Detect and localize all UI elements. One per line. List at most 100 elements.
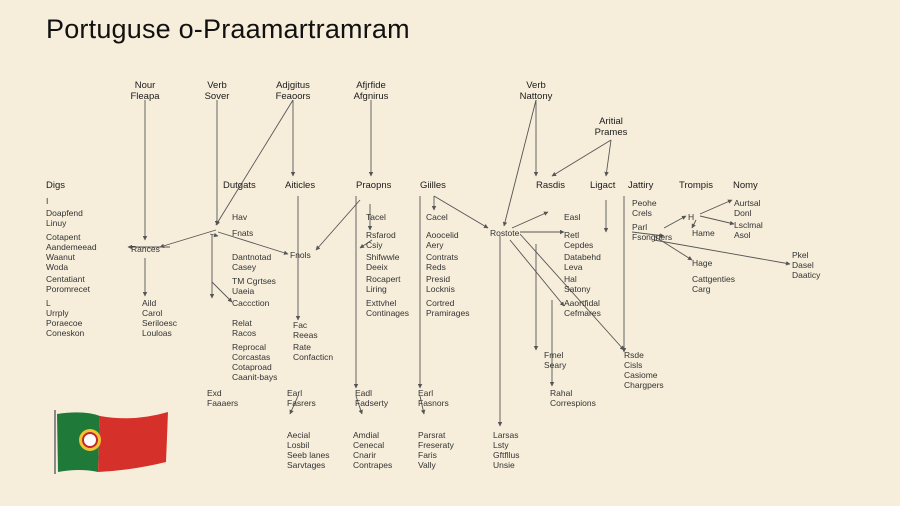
bottom-node-b1: Exd Faaaers <box>207 388 239 408</box>
node-m-fnols: Fnols <box>290 250 311 260</box>
edge-arrow <box>519 233 625 351</box>
node-m-pkel: Pkel Dasel Daaticy <box>792 250 821 280</box>
left-list-item: L Urrply Poraecoe Coneskon <box>46 298 85 338</box>
node-m-caccction: Caccction <box>232 298 270 308</box>
row-header-h7: Ligact <box>590 180 616 191</box>
edge-arrow <box>419 395 426 415</box>
diagram-title: Portuguse o-Praamartramram <box>46 14 410 44</box>
bottom-node-b5: Aecial Losbil Seeb lanes Sarvtages <box>287 430 330 470</box>
node-m-hame: Hame <box>692 228 715 238</box>
row-header-h9: Trompis <box>679 180 713 191</box>
node-m-aaortfid: Aaortfidal Cefmares <box>564 298 601 318</box>
node-m-hq: H <box>688 212 695 222</box>
node-m-exttvel: Exttvhel Continages <box>366 298 410 318</box>
row-header-h1: Digs <box>46 180 66 191</box>
node-m-shifwwle: Shifwwle Deeix <box>366 252 400 272</box>
node-m-easl: Easl <box>564 212 581 222</box>
top-node-t2: Verb Sover <box>204 80 230 102</box>
node-m-fac: Fac Reeas <box>293 320 318 340</box>
node-m-peohe: Peohe Crels <box>632 198 657 218</box>
edge-arrow <box>604 139 612 177</box>
edge-arrow <box>211 281 233 303</box>
bottom-node-b4: Earl Fasnors <box>418 388 449 408</box>
edge-arrow <box>289 395 299 415</box>
edge-arrow <box>699 199 733 215</box>
top-node-t1: Nour Fleapa <box>130 80 160 102</box>
top-node-t3: Adjgitus Feaoors <box>275 80 311 102</box>
portugal-flag-icon <box>54 410 168 474</box>
edge-arrow <box>511 211 549 229</box>
bottom-node-b8: Larsas Lsty Gftfllus Unsie <box>493 430 520 470</box>
node-m-databehd: Databehd Leva <box>564 252 601 272</box>
left-list-item: Centatiant Poromrecet <box>46 274 90 294</box>
node-m-rsfarod: Rsfarod Csiy <box>366 230 396 250</box>
row-header-h6: Rasdis <box>536 180 566 191</box>
top-node-t4: Afjrfide Afgnirus <box>353 80 389 102</box>
edge-arrow <box>653 235 693 261</box>
edge-arrow <box>433 195 489 229</box>
edge-arrow <box>159 229 217 248</box>
bottom-node-b6: Amdial Cenecal Cnarir Contrapes <box>353 430 393 470</box>
edge-arrow <box>217 231 289 255</box>
node-m-rsde: Rsde Cisls Casiome Chargpers <box>624 350 664 390</box>
node-m-contrats: Contrats Reds <box>426 252 459 272</box>
row-header-h3: Aiticles <box>285 180 316 191</box>
node-m-rancs: Rances <box>131 244 160 254</box>
node-m-tacel: Tacel <box>366 212 386 222</box>
node-m-fnts: Fnats <box>232 228 254 238</box>
row-header-h2: Dutgats <box>223 180 256 191</box>
flag-red-field <box>98 412 168 472</box>
edge-arrow <box>209 232 219 238</box>
left-list-item: I <box>46 196 49 206</box>
node-m-dantnotad: Dantnotad Casey <box>232 252 272 272</box>
edge-arrow <box>509 239 565 307</box>
edge-arrow <box>355 395 363 415</box>
node-m-cattgentes: Cattgenties Carg <box>692 274 735 294</box>
node-m-frnel: Frnel Seary <box>544 350 567 370</box>
edge-arrow <box>691 219 697 229</box>
node-m-hal: Hal Satony <box>564 274 591 294</box>
left-list-item: Cotapent Aandemeead Waanut Woda <box>46 232 97 272</box>
row-header-h5: Giilles <box>420 180 446 191</box>
flag-shield <box>82 432 98 448</box>
edge-arrow <box>631 231 665 238</box>
node-m-aild: Aild Carol Seriloesc Louloas <box>142 298 177 338</box>
edge-arrow <box>215 99 294 226</box>
edge-arrow <box>653 239 791 266</box>
top-node-t5: Verb Nattony <box>519 80 553 102</box>
node-m-reprocal: Reprocal Corcastas Cotaproad Caanit-bays <box>232 342 278 382</box>
row-header-h8: Jattiry <box>628 180 654 191</box>
node-m-relat: Relat Racos <box>232 318 257 338</box>
bottom-node-b2: Earl Fasrers <box>287 388 316 408</box>
node-m-rostote: Rostote <box>490 228 520 238</box>
node-m-presid: Presid Locknis <box>426 274 455 294</box>
node-m-hage: Hage <box>692 258 713 268</box>
node-m-rocapert: Rocapert Liring <box>366 274 401 294</box>
edge-arrow <box>502 99 537 227</box>
node-m-rate: Rate Confacticn <box>293 342 334 362</box>
edge-arrow <box>359 239 373 249</box>
node-m-aoocelid: Aoocelid Aery <box>426 230 459 250</box>
node-m-auseal: Aurtsal Donl <box>734 198 761 218</box>
edge-arrow <box>699 215 735 226</box>
node-m-lscmal: Lsclmal Asol <box>734 220 763 240</box>
node-m-cortred: Cortred Pramirages <box>426 298 470 318</box>
bottom-node-b7: Parsrat Freseraty Faris Vally <box>418 430 454 470</box>
edge-arrow <box>551 139 612 177</box>
row-header-h10: Nomy <box>733 180 758 191</box>
flag-pole <box>54 410 56 474</box>
flag-green-field <box>57 412 100 472</box>
node-m-hav: Hav <box>232 212 248 222</box>
node-m-parl: Parl Fsongriers <box>632 222 673 242</box>
node-m-cacel: Cacel <box>426 212 448 222</box>
node-m-rahal: Rahal Correspions <box>550 388 596 408</box>
left-list-item: Doapfend Linuy <box>46 208 83 228</box>
row-header-h4: Praopns <box>356 180 392 191</box>
edge-arrow <box>315 199 361 251</box>
top-node-t6: Aritial Prames <box>594 116 628 138</box>
edge-arrow <box>663 215 687 229</box>
node-m-retl: Retl Cepdes <box>564 230 594 250</box>
node-m-tm: TM Cgrtses Uaeia <box>232 276 276 296</box>
